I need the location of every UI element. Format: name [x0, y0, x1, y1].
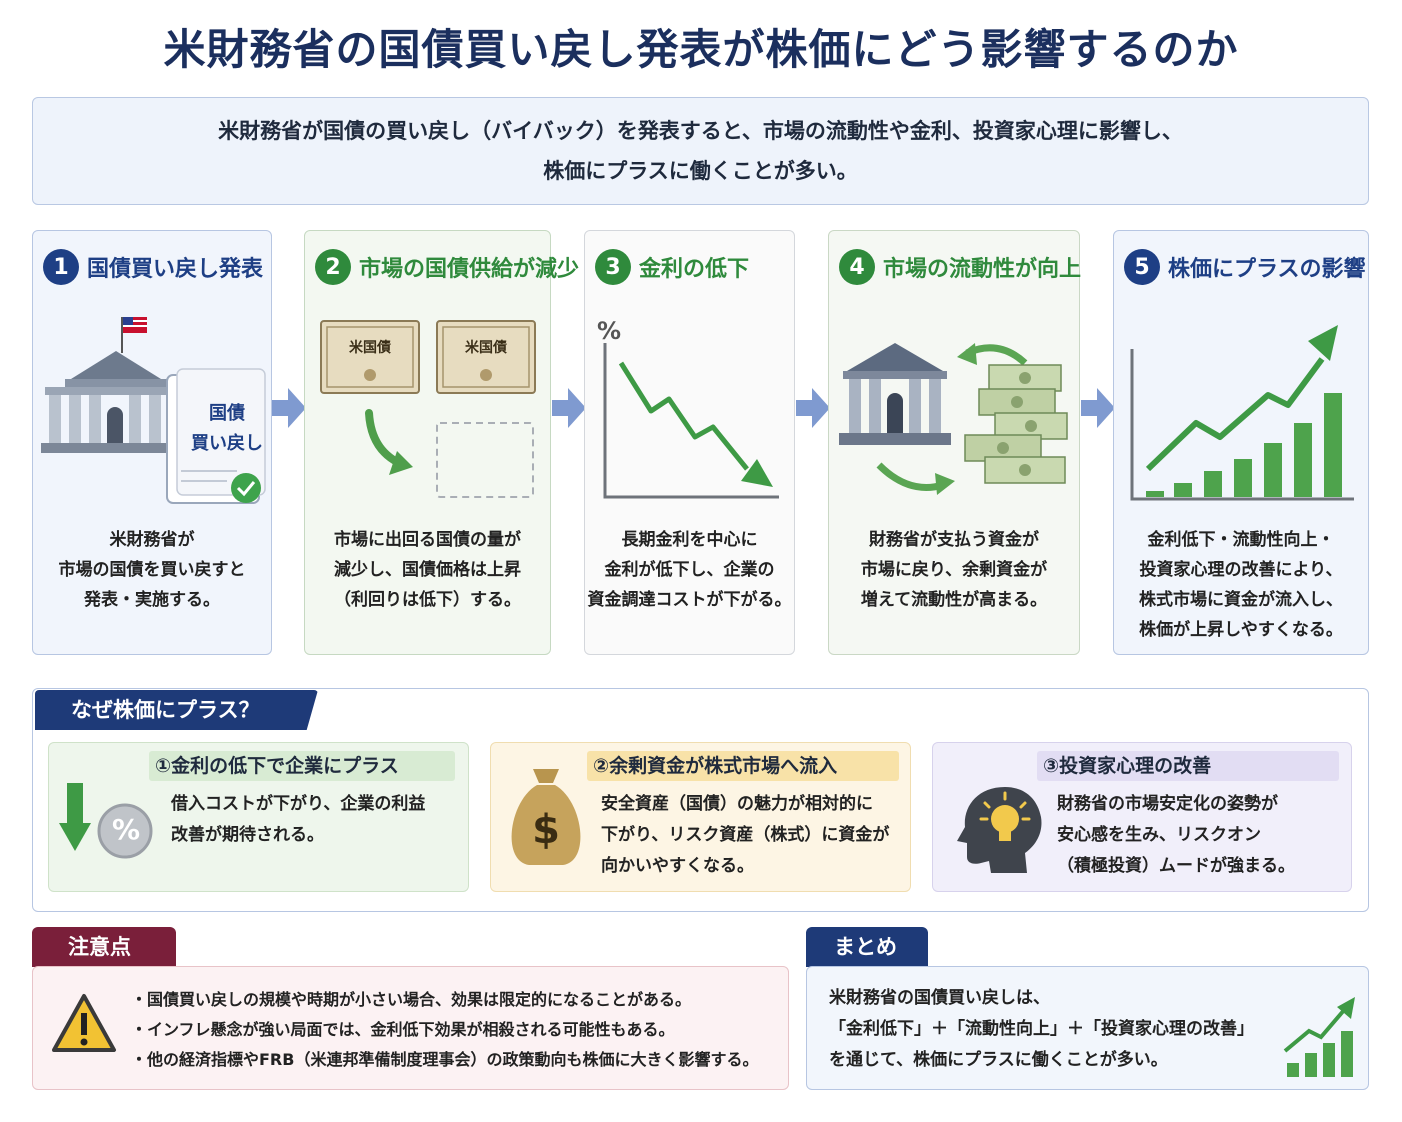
- why-card-2: ②余剰資金が株式市場へ流入 $ 安全資産（国債）の魅力が相対的に下がり、リスク資…: [490, 742, 911, 892]
- step-4-desc: 財務省が支払う資金が市場に戻り、余剰資金が増えて流動性が高まる。: [860, 530, 1048, 610]
- money-bag-icon: [511, 769, 581, 865]
- caution-list: ・国債買い戻しの規模や時期が小さい場合、効果は限定的になることがある。 ・インフ…: [131, 985, 758, 1075]
- step-4-number: 4: [839, 249, 875, 285]
- step-3-heading: 金利の低下: [639, 257, 750, 282]
- step-3-desc: 長期金利を中心に金利が低下し、企業の資金調達コストが下がる。: [587, 530, 792, 610]
- step-5-heading: 株価にプラスの影響: [1168, 257, 1366, 282]
- flow-arrow-icon: [272, 388, 306, 428]
- why-tab: なぜ株価にプラス？: [35, 690, 318, 730]
- intro-line-2: 株価にプラスに働くことが多い。: [543, 159, 858, 183]
- step-1-desc: 米財務省が市場の国債を買い戻すと発表・実施する。: [58, 530, 246, 610]
- head-lightbulb-icon: [957, 787, 1042, 873]
- growth-chart-icon: [1283, 997, 1355, 1077]
- step-1-header: 1 国債買い戻し発表: [43, 249, 263, 285]
- doc-label: 国債 買い戻し: [191, 403, 263, 454]
- step-3-card: 3 金利の低下 % 長期金利を中心に金利が低下し、企業の資金調達コストが下がる。: [584, 230, 795, 655]
- step-4-heading: 市場の流動性が向上: [883, 257, 1082, 282]
- money-flow-icon: [839, 343, 1068, 495]
- step-1-number: 1: [43, 249, 79, 285]
- why-card-2-title: ②余剰資金が株式市場へ流入: [587, 751, 899, 781]
- percent-axis-label: %: [597, 317, 622, 345]
- caution-item: ・他の経済指標やFRB（米連邦準備制度理事会）の政策動向も株価に大きく影響する。: [131, 1050, 759, 1069]
- cert-label-1: 米国債: [349, 340, 391, 356]
- page-title: 米財務省の国債買い戻し発表が株価にどう影響するのか: [163, 25, 1239, 74]
- step-2-desc: 市場に出回る国債の量が減少し、国債価格は上昇（利回りは低下）する。: [334, 530, 521, 610]
- percent-coin-text: %: [111, 813, 141, 846]
- why-card-3-title: ③投資家心理の改善: [1037, 751, 1339, 781]
- step-3-number: 3: [595, 249, 631, 285]
- flow-arrow-icon: [1081, 388, 1115, 428]
- why-card-1: ①金利の低下で企業にプラス % 借入コストが下がり、企業の利益改善が期待される。: [48, 742, 469, 892]
- caution-item: ・インフレ懸念が強い局面では、金利低下効果が相殺される可能性もある。: [131, 1020, 675, 1039]
- step-1-card: 1 国債買い戻し発表 国債 買い戻し 米財務省が市場の国債を買い戻すと発表・実施…: [32, 230, 272, 655]
- step-5-header: 5 株価にプラスの影響: [1124, 249, 1366, 285]
- step-4-header: 4 市場の流動性が向上: [839, 249, 1081, 285]
- step-5-number: 5: [1124, 249, 1160, 285]
- flow-arrow-icon: [552, 388, 586, 428]
- why-card-3: ③投資家心理の改善 財務省の市場安定化の姿勢が安心感を生み、リスクオン（積極投資…: [932, 742, 1352, 892]
- summary-box: 米財務省の国債買い戻しは、「金利低下」＋「流動性向上」＋「投資家心理の改善」を通…: [806, 966, 1369, 1090]
- rising-stock-chart-icon: [1130, 325, 1354, 501]
- summary-tab: まとめ: [806, 927, 928, 967]
- dollar-sign-text: $: [532, 807, 560, 853]
- government-building-icon: [41, 317, 266, 504]
- why-card-1-title: ①金利の低下で企業にプラス: [149, 751, 455, 781]
- why-card-3-desc: 財務省の市場安定化の姿勢が安心感を生み、リスクオン（積極投資）ムードが強まる。: [1057, 794, 1295, 876]
- caution-box: ・国債買い戻しの規模や時期が小さい場合、効果は限定的になることがある。 ・インフ…: [32, 966, 789, 1090]
- rate-down-percent-icon: [59, 783, 153, 859]
- step-2-card: 2 市場の国債供給が減少 米国債 米国債 市場に出回る国債の量が減少し、国債価格…: [304, 230, 579, 655]
- why-card-2-desc: 安全資産（国債）の魅力が相対的に下がり、リスク資産（株式）に資金が向かいやすくな…: [601, 794, 890, 876]
- falling-rate-chart-icon: [603, 343, 779, 499]
- step-5-card: 5 株価にプラスの影響 金利低下・流動性向上・投資家心理の改善により、株式市場に…: [1113, 230, 1369, 655]
- cert-label-2: 米国債: [465, 340, 507, 356]
- bond-certificates-icon: [320, 320, 536, 498]
- step-2-number: 2: [315, 249, 351, 285]
- step-2-header: 2 市場の国債供給が減少: [315, 249, 579, 285]
- caution-tab: 注意点: [32, 927, 176, 967]
- why-card-1-desc: 借入コストが下がり、企業の利益改善が期待される。: [171, 794, 426, 845]
- step-2-heading: 市場の国債供給が減少: [359, 257, 580, 282]
- step-1-heading: 国債買い戻し発表: [87, 257, 264, 282]
- step-4-card: 4 市場の流動性が向上 財務省が支払う資金が市場に戻り、余剰資金が増えて流動性が…: [828, 230, 1081, 655]
- intro-box: 米財務省が国債の買い戻し（バイバック）を発表すると、市場の流動性や金利、投資家心…: [32, 97, 1369, 205]
- caution-item: ・国債買い戻しの規模や時期が小さい場合、効果は限定的になることがある。: [131, 990, 692, 1009]
- step-5-desc: 金利低下・流動性向上・投資家心理の改善により、株式市場に資金が流入し、株価が上昇…: [1139, 530, 1343, 640]
- step-3-header: 3 金利の低下: [595, 249, 749, 285]
- warning-icon: [52, 994, 116, 1052]
- intro-line-1: 米財務省が国債の買い戻し（バイバック）を発表すると、市場の流動性や金利、投資家心…: [218, 119, 1183, 143]
- flow-arrow-icon: [796, 388, 830, 428]
- summary-text: 米財務省の国債買い戻しは、「金利低下」＋「流動性向上」＋「投資家心理の改善」を通…: [829, 988, 1254, 1070]
